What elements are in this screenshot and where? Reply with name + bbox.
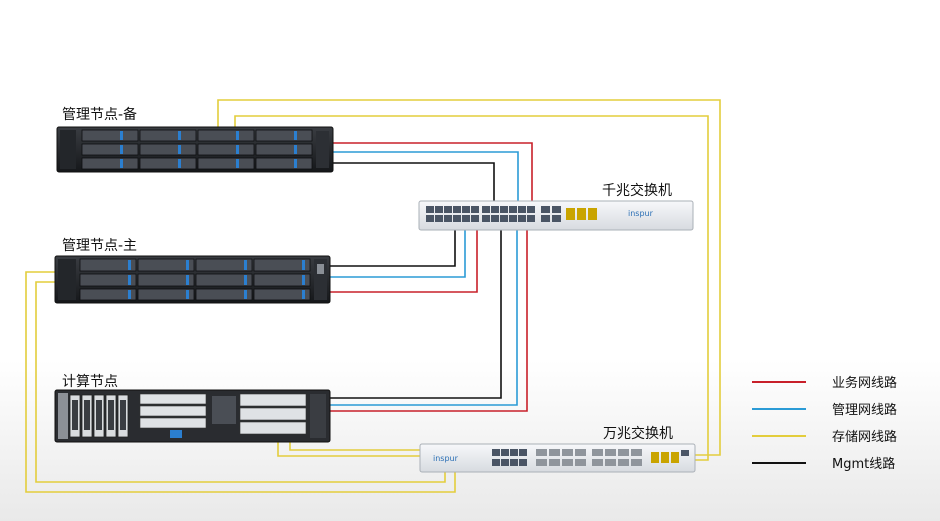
- legend-swatch: [752, 462, 806, 464]
- gigabit-switch-brand: inspur: [628, 209, 654, 218]
- legend-item-management: 管理网线路: [752, 397, 932, 424]
- storage-line-compute-2: [289, 440, 425, 451]
- business-line-primary: [330, 222, 478, 293]
- storage-line-compute: [277, 440, 425, 457]
- business-line-backup: [332, 142, 533, 206]
- cables: [25, 99, 721, 493]
- legend-swatch: [752, 381, 806, 383]
- legend-label: 存储网线路: [832, 430, 898, 445]
- node-label-mgmt-primary: 管理节点-主: [62, 238, 138, 254]
- node-label-gigabit-switch: 千兆交换机: [602, 183, 672, 199]
- server-2u-icon: [54, 255, 331, 304]
- legend-swatch: [752, 435, 806, 437]
- management-line-compute: [330, 222, 518, 406]
- mgmt-line-compute: [330, 222, 502, 399]
- tengig-switch-brand: inspur: [433, 454, 459, 463]
- legend-swatch: [752, 408, 806, 410]
- storage-line-primary: [25, 271, 456, 493]
- server-2u-icon: [56, 126, 334, 173]
- server-compute-icon: [54, 389, 331, 443]
- management-line-backup: [332, 151, 519, 206]
- management-line-primary: [330, 222, 466, 278]
- legend-item-business: 业务网线路: [752, 370, 932, 397]
- network-switch-icon: inspur: [418, 200, 694, 231]
- node-label-tengig-switch: 万兆交换机: [603, 426, 673, 442]
- legend-label: 管理网线路: [832, 403, 898, 418]
- legend-item-mgmt: Mgmt线路: [752, 451, 932, 478]
- network-switch-icon: inspur: [419, 443, 696, 473]
- storage-line-backup-inner: [234, 115, 709, 461]
- legend-label: 业务网线路: [832, 376, 898, 391]
- node-label-compute: 计算节点: [62, 374, 118, 390]
- node-label-mgmt-backup: 管理节点-备: [62, 107, 138, 123]
- storage-line-primary-2: [35, 281, 446, 483]
- mgmt-line-backup: [332, 162, 495, 206]
- legend-item-storage: 存储网线路: [752, 424, 932, 451]
- business-line-compute: [330, 222, 528, 412]
- legend-label: Mgmt线路: [832, 457, 896, 472]
- storage-line-backup-outer: [217, 99, 721, 456]
- legend: 业务网线路 管理网线路 存储网线路 Mgmt线路: [752, 370, 932, 478]
- mgmt-line-primary: [330, 222, 456, 267]
